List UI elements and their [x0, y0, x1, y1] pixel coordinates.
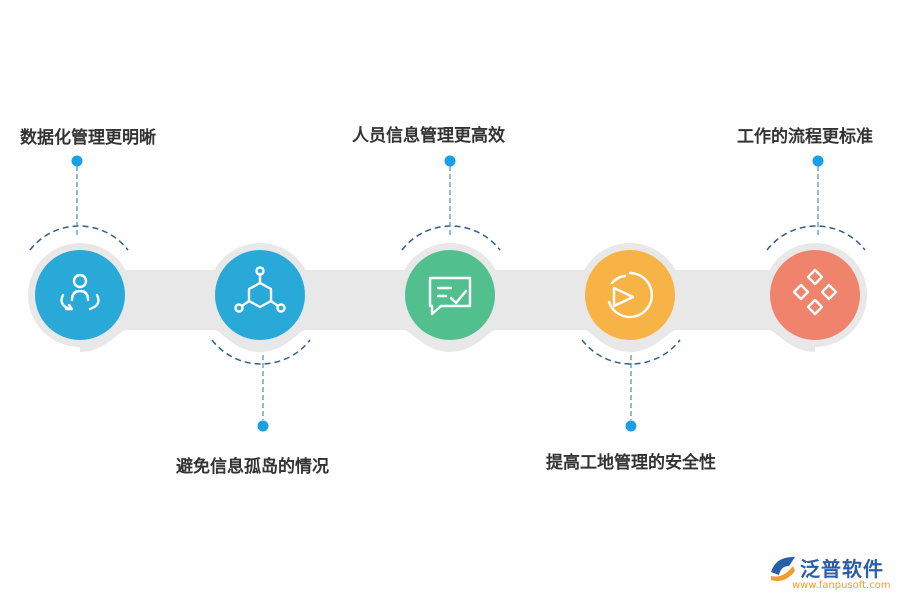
dashed-arc — [401, 225, 501, 251]
leader-dot — [812, 155, 824, 167]
node-circle — [770, 250, 860, 340]
diamonds-icon — [792, 268, 838, 316]
chat-check-icon — [428, 276, 472, 316]
leader-dot — [444, 155, 456, 167]
node-circle — [215, 250, 305, 340]
leader-dot — [257, 420, 269, 432]
logo-name: 泛普软件 — [800, 557, 884, 581]
dashed-arc — [766, 225, 866, 251]
person-orbit-icon — [60, 273, 100, 311]
leader-dot — [625, 420, 637, 432]
step-node-5 — [763, 155, 867, 347]
step-node-1 — [28, 155, 132, 347]
step-3-label: 人员信息管理更高效 — [352, 126, 505, 146]
step-5-label: 工作的流程更标准 — [737, 127, 873, 147]
node-circle — [35, 250, 125, 340]
step-4-label: 提高工地管理的安全性 — [546, 453, 716, 473]
pie-arrow-icon — [607, 271, 654, 319]
step-node-2 — [208, 243, 312, 432]
dashed-arc — [211, 339, 311, 365]
logo-mark — [771, 556, 795, 581]
logo-url: www.fanpusoft.com — [792, 580, 891, 591]
step-node-3 — [398, 155, 502, 347]
network-cube-icon — [234, 266, 286, 313]
node-circle — [405, 250, 495, 340]
step-node-4 — [578, 243, 682, 432]
leader-dot — [71, 155, 83, 167]
step-1-label: 数据化管理更明晰 — [20, 128, 156, 148]
step-2-label: 避免信息孤岛的情况 — [176, 457, 329, 477]
dashed-arc — [581, 339, 681, 365]
dashed-arc — [29, 225, 129, 251]
